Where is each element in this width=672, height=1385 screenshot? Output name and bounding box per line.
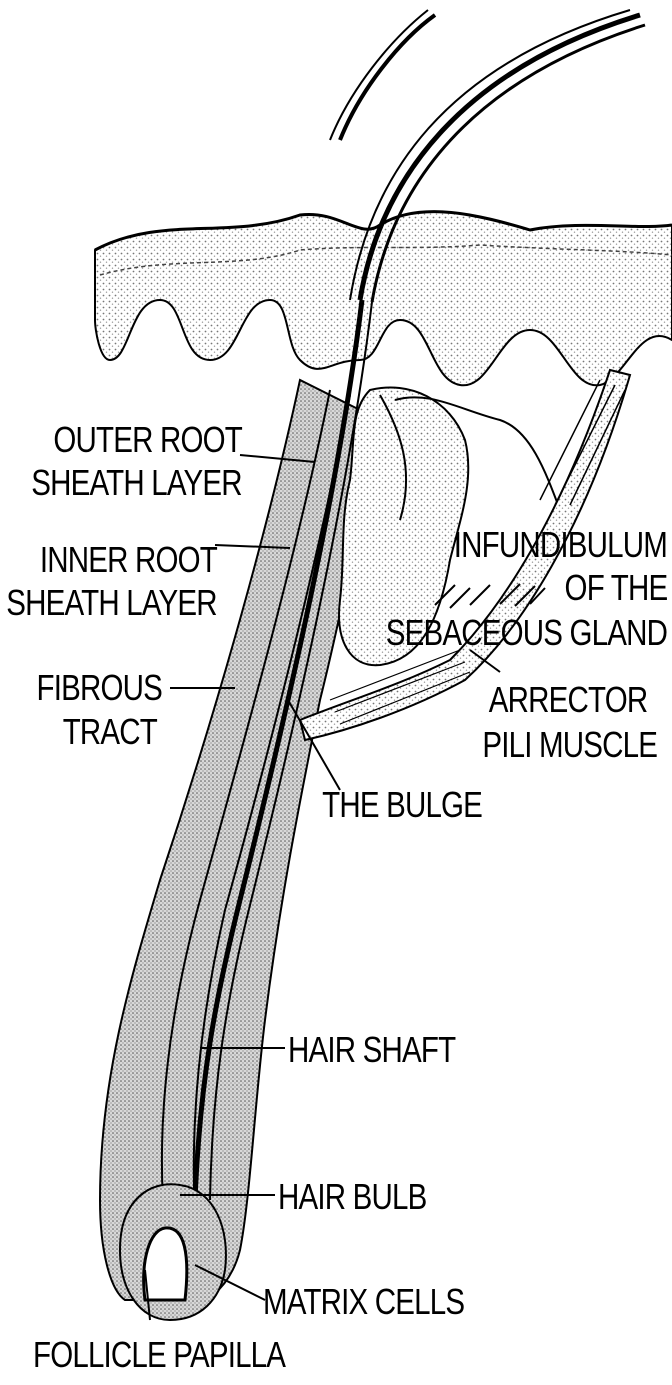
label-inner-root-1: INNER ROOT xyxy=(40,540,217,580)
label-infundibulum-2: OF THE xyxy=(564,568,667,608)
epidermis xyxy=(95,212,672,386)
label-outer-root-2: SHEATH LAYER xyxy=(31,463,242,503)
label-arrector-1: ARRECTOR xyxy=(488,680,647,720)
label-bulge: THE BULGE xyxy=(322,785,482,825)
secondary-hair xyxy=(340,15,435,140)
label-arrector-2: PILI MUSCLE xyxy=(482,725,657,765)
label-follicle-papilla: FOLLICLE PAPILLA xyxy=(33,1335,285,1375)
label-fibrous-2: TRACT xyxy=(63,712,157,752)
label-hair-shaft: HAIR SHAFT xyxy=(288,1030,455,1070)
label-outer-root-1: OUTER ROOT xyxy=(53,420,242,460)
label-matrix-cells: MATRIX CELLS xyxy=(263,1282,464,1322)
label-infundibulum-3: SEBACEOUS GLAND xyxy=(386,613,667,653)
label-hair-bulb: HAIR BULB xyxy=(278,1177,426,1217)
label-infundibulum-1: INFUNDIBULUM xyxy=(454,525,667,565)
follicle-body xyxy=(100,380,380,1310)
label-inner-root-2: SHEATH LAYER xyxy=(6,583,217,623)
label-fibrous-1: FIBROUS xyxy=(37,668,162,708)
